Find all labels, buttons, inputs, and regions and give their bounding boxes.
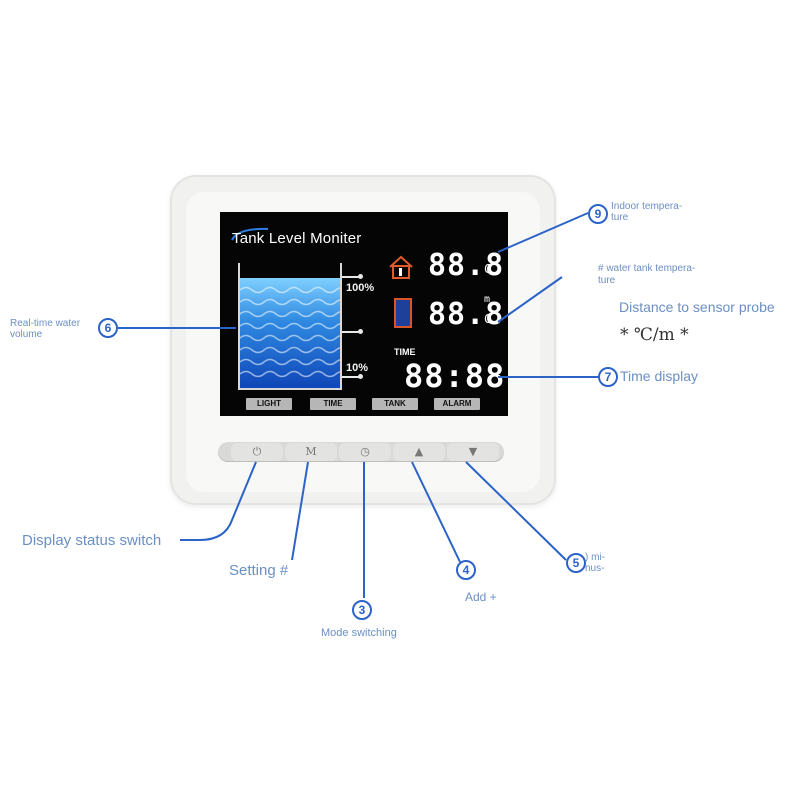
level-tick-mid bbox=[342, 331, 360, 333]
callout-tank-temp-line2: ture bbox=[598, 275, 616, 286]
screen-label-alarm: ALARM bbox=[434, 398, 480, 410]
callout-6-line1: Real-time water bbox=[10, 318, 81, 329]
indoor-temp-reading: 88.8 bbox=[428, 248, 505, 283]
callout-3-label: Mode switching bbox=[321, 627, 397, 639]
callout-tank-temp-line1: # water tank tempera- bbox=[598, 263, 696, 274]
power-icon: ⏻ bbox=[252, 445, 262, 458]
callout-7-label: Time display bbox=[620, 368, 699, 384]
callout-5-line1: ) mi- bbox=[585, 552, 605, 563]
level-label-top: 100% bbox=[346, 282, 375, 294]
callout-4-badge: 4 bbox=[456, 560, 476, 580]
callout-6-line2: volume bbox=[10, 329, 43, 340]
m-icon: M bbox=[305, 445, 317, 458]
callout-6-badge: 6 bbox=[98, 318, 118, 338]
callout-display-switch: Display status switch bbox=[22, 532, 162, 549]
tank-thermometer-icon bbox=[394, 298, 412, 328]
callout-5-badge: 5 bbox=[566, 553, 586, 573]
up-icon: ▲ bbox=[414, 445, 424, 458]
callout-9-line2: ture bbox=[611, 212, 629, 223]
screen-label-tank: TANK bbox=[372, 398, 418, 410]
tank-temp-reading: 88.8 bbox=[428, 297, 505, 332]
callout-5-line2: nus- bbox=[585, 563, 605, 574]
brand-swoosh-icon bbox=[231, 227, 269, 241]
water-level-fill bbox=[240, 278, 340, 388]
tank-outline bbox=[238, 263, 342, 390]
screen-label-time: TIME bbox=[310, 398, 356, 410]
down-icon: ▼ bbox=[468, 445, 478, 458]
time-reading: 88:88 bbox=[404, 357, 506, 395]
down-button[interactable]: ▼ bbox=[447, 443, 499, 461]
callout-distance: Distance to sensor probe bbox=[619, 299, 775, 315]
level-label-bottom: 10% bbox=[346, 362, 369, 374]
level-dot-mid bbox=[358, 329, 363, 334]
indoor-temp-unit: C bbox=[484, 262, 492, 276]
level-tick-top bbox=[342, 276, 360, 278]
level-dot-bottom bbox=[358, 374, 363, 379]
home-icon bbox=[389, 255, 413, 279]
setting-button[interactable]: M bbox=[285, 443, 337, 461]
up-button[interactable]: ▲ bbox=[393, 443, 445, 461]
callout-setting: Setting # bbox=[229, 562, 289, 579]
brand-title: Tank Level Moniter bbox=[232, 230, 362, 247]
tank-temp-unit: C bbox=[484, 312, 492, 326]
water-waves-icon bbox=[240, 286, 340, 378]
callout-9-badge: 9 bbox=[588, 204, 608, 224]
callout-units: * ℃/m * bbox=[620, 325, 689, 345]
time-label: TIME bbox=[394, 347, 416, 357]
mode-button[interactable]: ◷ bbox=[339, 443, 391, 461]
clock-icon: ◷ bbox=[360, 445, 370, 458]
screen-label-light: LIGHT bbox=[246, 398, 292, 410]
callout-9-line1: Indoor tempera- bbox=[611, 201, 683, 212]
level-dot-top bbox=[358, 274, 363, 279]
power-button[interactable]: ⏻ bbox=[231, 443, 283, 461]
callout-3-badge: 3 bbox=[352, 600, 372, 620]
level-tick-bottom bbox=[342, 376, 360, 378]
callout-4-label: Add + bbox=[465, 590, 497, 604]
callout-7-badge: 7 bbox=[598, 367, 618, 387]
tank-distance-unit: m bbox=[484, 294, 491, 305]
